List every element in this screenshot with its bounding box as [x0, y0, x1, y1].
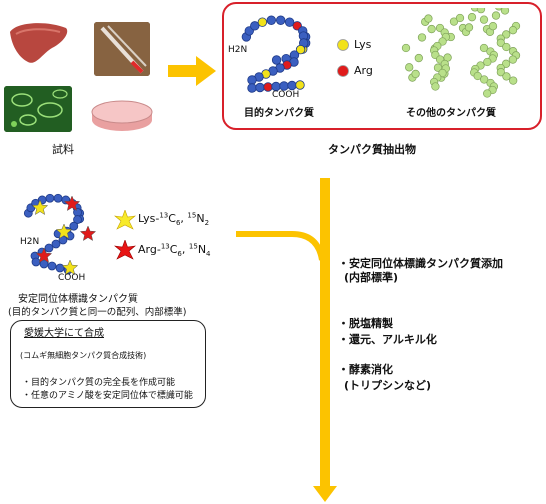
synthesis-sub: (コムギ無細胞タンパク質合成技術): [20, 351, 147, 360]
other-protein-bead: [488, 22, 498, 31]
synthesis-bullet-2: ・任意のアミノ酸を安定同位体で標識可能: [22, 391, 193, 401]
labeled-bead: [47, 261, 57, 271]
other-protein-bead: [508, 26, 518, 35]
other-protein-bead: [491, 11, 501, 20]
synthesis-bracket: [10, 320, 206, 408]
lys-marker: [337, 39, 349, 51]
isotope-star-icon: [35, 247, 53, 263]
lys-star-icon: [114, 210, 136, 230]
legend-lys-label: Lys: [354, 38, 372, 51]
isotope-star-icon: [79, 225, 97, 241]
n-term-label: H2N: [228, 45, 248, 55]
petri-dish-image: [88, 94, 156, 134]
main-down-arrow: [320, 178, 330, 488]
labeled-bead: [44, 243, 54, 253]
other-protein-bead: [455, 13, 465, 23]
merge-arrow: [236, 231, 325, 261]
protein-bead: [295, 80, 305, 90]
down-arrow-head-icon: [313, 486, 337, 502]
other-protein-bead: [438, 68, 447, 78]
protein-bead: [257, 17, 268, 27]
labeled-caption-2: (目的タンパク質と同一の配列、内部標準): [8, 307, 187, 318]
other-protein-bead: [502, 42, 511, 52]
protein-bead: [295, 44, 306, 55]
other-protein-bead: [480, 75, 489, 84]
other-protein-bead: [401, 43, 411, 53]
labeled-c-term: COOH: [58, 273, 86, 283]
protein-bead: [271, 55, 282, 65]
other-protein-bead: [496, 68, 506, 77]
other-protein-bead: [405, 63, 414, 72]
protein-bead: [266, 15, 277, 25]
protein-bead: [275, 15, 286, 25]
isotope-star-icon: [55, 223, 73, 239]
other-protein-bead: [473, 71, 482, 81]
other-protein-bead: [500, 8, 510, 15]
other-protein-bead: [414, 53, 423, 63]
labeled-protein-diagram: [23, 193, 97, 275]
target-protein-diagram: [241, 15, 311, 93]
other-protein-bead: [502, 72, 511, 81]
other-protein-bead: [431, 82, 440, 91]
isotope-star-icon: [61, 259, 79, 275]
other-protein-bead: [427, 24, 436, 34]
samples-label: 試料: [52, 143, 74, 156]
liver-image: [6, 18, 72, 70]
other-protein-bead: [438, 37, 447, 46]
cell-culture-image: [4, 86, 72, 132]
protein-bead: [284, 17, 295, 27]
other-protein-bead: [496, 38, 505, 47]
other-protein-bead: [476, 8, 486, 14]
isotope-star-icon: [63, 195, 81, 211]
other-protein-bead: [464, 23, 474, 32]
c-term-label: COOH: [272, 90, 300, 100]
extract-box: [222, 2, 542, 130]
labeled-bead: [55, 263, 65, 273]
arg-isotope-label: Arg-13C6, 15N4: [138, 242, 211, 259]
legend-arg-label: Arg: [354, 64, 373, 77]
other-protein-bead: [417, 33, 427, 42]
labeled-bead: [73, 215, 82, 224]
synthesis-bullet-1: ・目的タンパク質の完全長を作成可能: [22, 378, 176, 388]
other-proteins-diagram: [401, 8, 521, 98]
other-protein-label: その他のタンパク質: [406, 108, 496, 119]
other-protein-bead: [424, 14, 433, 23]
legend-markers: [337, 39, 349, 77]
other-protein-bead: [495, 8, 503, 11]
other-protein-bead: [483, 89, 492, 98]
pipette-image: [94, 22, 150, 76]
labeled-caption-1: 安定同位体標識タンパク質: [18, 294, 138, 305]
labeled-n-term: H2N: [20, 237, 40, 247]
lys-isotope-label: Lys-13C6, 15N2: [138, 211, 210, 228]
step1-line1: ・安定同位体標識タンパク質添加: [338, 257, 503, 270]
step3-line2: (トリプシンなど): [344, 379, 432, 392]
labeled-bead: [39, 259, 49, 269]
step2-line1: ・脱塩精製: [338, 317, 393, 330]
other-protein-bead: [483, 57, 492, 67]
other-protein-bead: [502, 30, 511, 39]
other-protein-bead: [509, 76, 518, 85]
protein-bead: [250, 21, 260, 31]
arg-marker: [337, 65, 349, 77]
step1-line2: (内部標準): [344, 271, 399, 284]
other-protein-bead: [449, 17, 459, 26]
isotope-star-icon: [31, 199, 49, 215]
other-protein-bead: [467, 13, 477, 22]
arg-star-icon: [114, 240, 136, 260]
other-protein-bead: [411, 69, 420, 79]
other-protein-bead: [508, 55, 518, 64]
step3-line1: ・酵素消化: [338, 363, 393, 376]
extract-title: タンパク質抽出物: [328, 143, 416, 156]
step2-line2: ・還元、アルキル化: [338, 333, 437, 346]
other-protein-bead: [479, 43, 489, 53]
labeled-bead: [69, 221, 79, 231]
labeled-bead: [51, 239, 61, 249]
other-protein-bead: [479, 15, 489, 24]
synthesis-title: 愛媛大学にて合成: [24, 328, 104, 339]
target-protein-label: 目的タンパク質: [244, 108, 314, 119]
right-arrow-icon: [168, 56, 216, 86]
